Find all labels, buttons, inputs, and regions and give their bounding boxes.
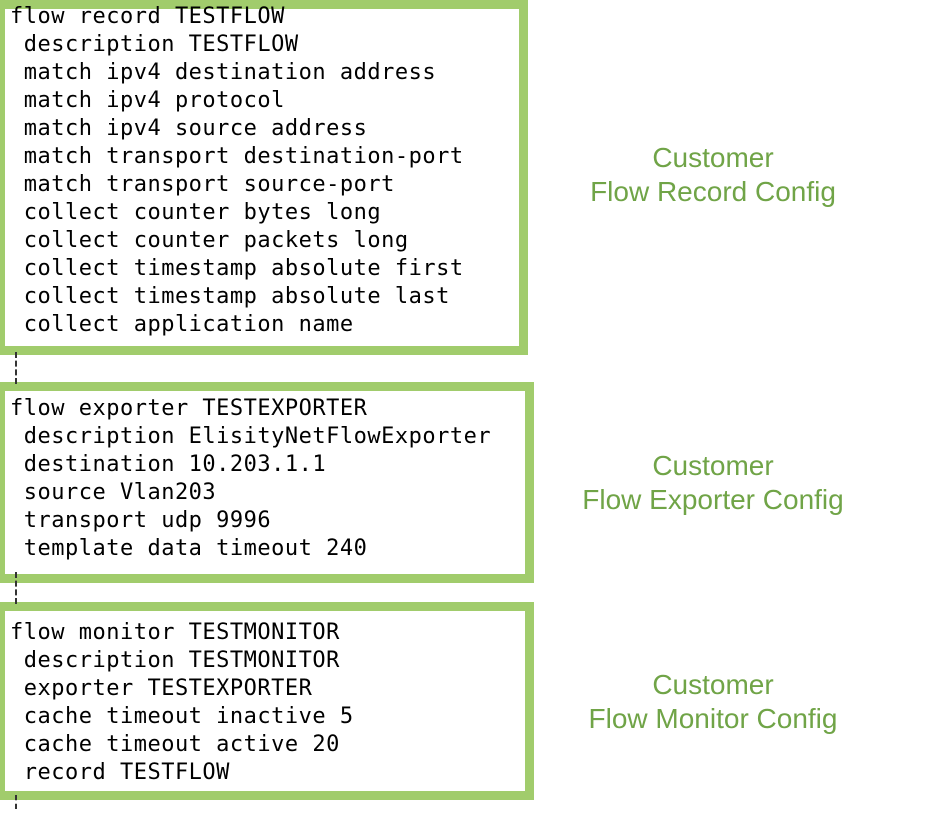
config-line: match transport source-port	[10, 172, 395, 197]
flow-record-config: flow record TESTFLOW description TESTFLO…	[10, 3, 464, 339]
flow-monitor-config: flow monitor TESTMONITOR description TES…	[10, 619, 354, 787]
config-line: record TESTFLOW	[10, 760, 230, 785]
config-line: flow record TESTFLOW	[10, 4, 285, 29]
flow-monitor-caption: Customer Flow Monitor Config	[533, 668, 893, 736]
config-line: match ipv4 protocol	[10, 88, 285, 113]
config-line: flow exporter TESTEXPORTER	[10, 396, 368, 421]
config-line: template data timeout 240	[10, 536, 368, 561]
config-line: exporter TESTEXPORTER	[10, 676, 313, 701]
separator-dots	[15, 572, 19, 604]
config-line: collect timestamp absolute first	[10, 256, 464, 281]
caption-line: Flow Monitor Config	[588, 703, 838, 734]
config-line: destination 10.203.1.1	[10, 452, 327, 477]
caption-line: Customer	[652, 669, 774, 700]
flow-record-caption: Customer Flow Record Config	[533, 141, 893, 209]
flow-record-box	[0, 0, 528, 355]
config-line: match transport destination-port	[10, 144, 464, 169]
config-line: collect application name	[10, 312, 354, 337]
caption-line: Flow Record Config	[590, 176, 836, 207]
separator-dots	[15, 795, 19, 809]
config-line: collect counter packets long	[10, 228, 409, 253]
config-line: collect timestamp absolute last	[10, 284, 450, 309]
config-line: source Vlan203	[10, 480, 217, 505]
config-line: collect counter bytes long	[10, 200, 382, 225]
caption-line: Flow Exporter Config	[582, 484, 844, 515]
config-line: description TESTMONITOR	[10, 648, 340, 673]
config-line: description ElisityNetFlowExporter	[10, 424, 492, 449]
flow-exporter-box	[0, 382, 534, 583]
config-line: description TESTFLOW	[10, 32, 299, 57]
config-line: match ipv4 source address	[10, 116, 368, 141]
config-line: cache timeout inactive 5	[10, 704, 354, 729]
config-line: transport udp 9996	[10, 508, 272, 533]
caption-line: Customer	[652, 450, 774, 481]
flow-monitor-box	[0, 602, 534, 800]
separator-dots	[15, 352, 19, 384]
flow-exporter-config: flow exporter TESTEXPORTER description E…	[10, 395, 491, 563]
config-line: match ipv4 destination address	[10, 60, 437, 85]
caption-line: Customer	[652, 142, 774, 173]
flow-exporter-caption: Customer Flow Exporter Config	[533, 449, 893, 517]
config-line: cache timeout active 20	[10, 732, 340, 757]
config-line: flow monitor TESTMONITOR	[10, 620, 340, 645]
